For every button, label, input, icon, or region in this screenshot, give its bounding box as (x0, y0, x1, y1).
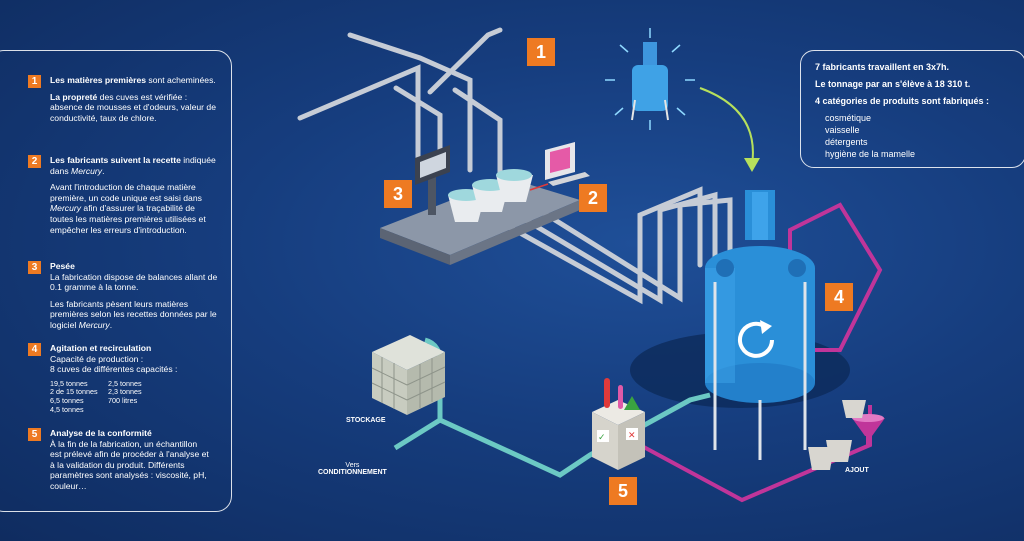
computer (529, 142, 590, 191)
step-badge-4: 4 (28, 343, 41, 356)
category-item: vaisselle (825, 125, 860, 135)
step-badge-5: 5 (28, 428, 41, 441)
step-1: 1 Les matières premières sont acheminées… (28, 75, 218, 129)
arrow-to-tank (699, 87, 754, 166)
steps-panel (0, 50, 232, 512)
info-line-workers: 7 fabricants travaillent en 3x7h. (815, 62, 950, 72)
step-5: 5 Analyse de la conformité À la fin de l… (28, 428, 218, 492)
ingredient-funnel (808, 400, 885, 470)
reactor-icon-glow (605, 28, 695, 130)
step-badge-3: 3 (28, 261, 41, 274)
info-line-tonnage: Le tonnage par an s'élève à 18 310 t. (815, 79, 971, 89)
step-4: 4 Agitation et recirculation Capacité de… (28, 343, 218, 414)
diagram-badge-4: 4 (825, 283, 853, 311)
svg-text:✕: ✕ (628, 431, 636, 441)
step-4-text: Capacité de production : (50, 353, 144, 364)
step-5-title: Analyse de la conformité (50, 428, 152, 438)
info-panel: 7 fabricants travaillent en 3x7h. Le ton… (800, 50, 1024, 168)
step-5-text: À la fin de la fabrication, un échantill… (50, 438, 209, 491)
scale-post (428, 175, 436, 215)
diagram-badge-5: 5 (609, 477, 637, 505)
capacity-item: 2,3 tonnes (108, 387, 142, 397)
storage-container (371, 335, 446, 415)
step-badge-1: 1 (28, 75, 41, 88)
recirculation-pipe (788, 202, 883, 352)
feed-pipes (467, 186, 733, 305)
buckets (448, 169, 533, 222)
label-vers: Vers (345, 462, 360, 469)
step-1-subtitle: La propreté (50, 91, 98, 102)
step-3-text: La fabrication dispose de balances allan… (50, 271, 218, 293)
capacity-item: 700 litres (108, 395, 138, 405)
capacity-item: 6,5 tonnes (50, 395, 84, 405)
capacity-list: 19,5 tonnes 2 de 15 tonnes 6,5 tonnes 4,… (50, 378, 218, 414)
step-2-software: Mercury (71, 165, 103, 176)
category-item: détergents (825, 137, 868, 147)
step-1-title: Les matières premières (50, 75, 147, 85)
reactor-icon (631, 42, 669, 121)
label-vers-conditionnement: Vers CONDITIONNEMENT (318, 462, 387, 476)
step-2: 2 Les fabricants suivent la recette indi… (28, 155, 218, 241)
capacity-item: 2,5 tonnes (108, 378, 142, 388)
weighing-platform (380, 178, 580, 255)
circular-arrow-icon (738, 320, 774, 358)
step-2-title: Les fabricants suivent la recette (50, 155, 181, 165)
svg-text:✓: ✓ (598, 433, 606, 443)
label-stockage: STOCKAGE (346, 417, 386, 424)
step-4-text-2: 8 cuves de différentes capacités : (50, 364, 178, 375)
step-2-software-b: Mercury (50, 203, 82, 214)
step-4-title: Agitation et recirculation (50, 343, 152, 353)
category-item: hygiène de la mamelle (825, 149, 916, 159)
category-list: cosmétique vaisselle détergents hygiène … (825, 112, 1024, 160)
step-3: 3 Pesée La fabrication dispose de balanc… (28, 261, 218, 337)
analysis-station: ✓ ✕ (592, 378, 645, 470)
step-2-punct: . (102, 165, 105, 176)
step-2-detail-a: Avant l'introduction de chaque matière p… (50, 182, 202, 203)
step-2-text: indiquée dans (50, 155, 216, 176)
capacity-item: 19,5 tonnes (50, 378, 88, 388)
category-item: cosmétique (825, 113, 872, 123)
step-3-title: Pesée (50, 261, 75, 271)
capacity-item: 2 de 15 tonnes (50, 387, 98, 397)
diagram-badge-2: 2 (579, 184, 607, 212)
step-badge-2: 2 (28, 155, 41, 168)
step-2-detail-b: afin d'assurer la traçabilité de toutes … (50, 203, 206, 235)
step-1-detail: des cuves est vérifiée : absence de mous… (50, 91, 216, 123)
diagram-badge-3: 3 (384, 180, 412, 208)
step-3-punct: . (109, 319, 113, 330)
label-conditionnement: CONDITIONNEMENT (318, 469, 387, 476)
step-1-text: sont acheminées. (146, 75, 216, 85)
diagram-badge-1: 1 (527, 38, 555, 66)
supply-pipes (297, 27, 503, 178)
step-3-software: Mercury (78, 319, 110, 330)
label-ajout: AJOUT (845, 467, 869, 474)
info-line-categories: 4 catégories de produits sont fabriqués … (815, 96, 990, 106)
step-3-detail-a: Les fabricants pèsent leurs matières pre… (50, 298, 217, 330)
capacity-item: 4,5 tonnes (50, 404, 84, 414)
